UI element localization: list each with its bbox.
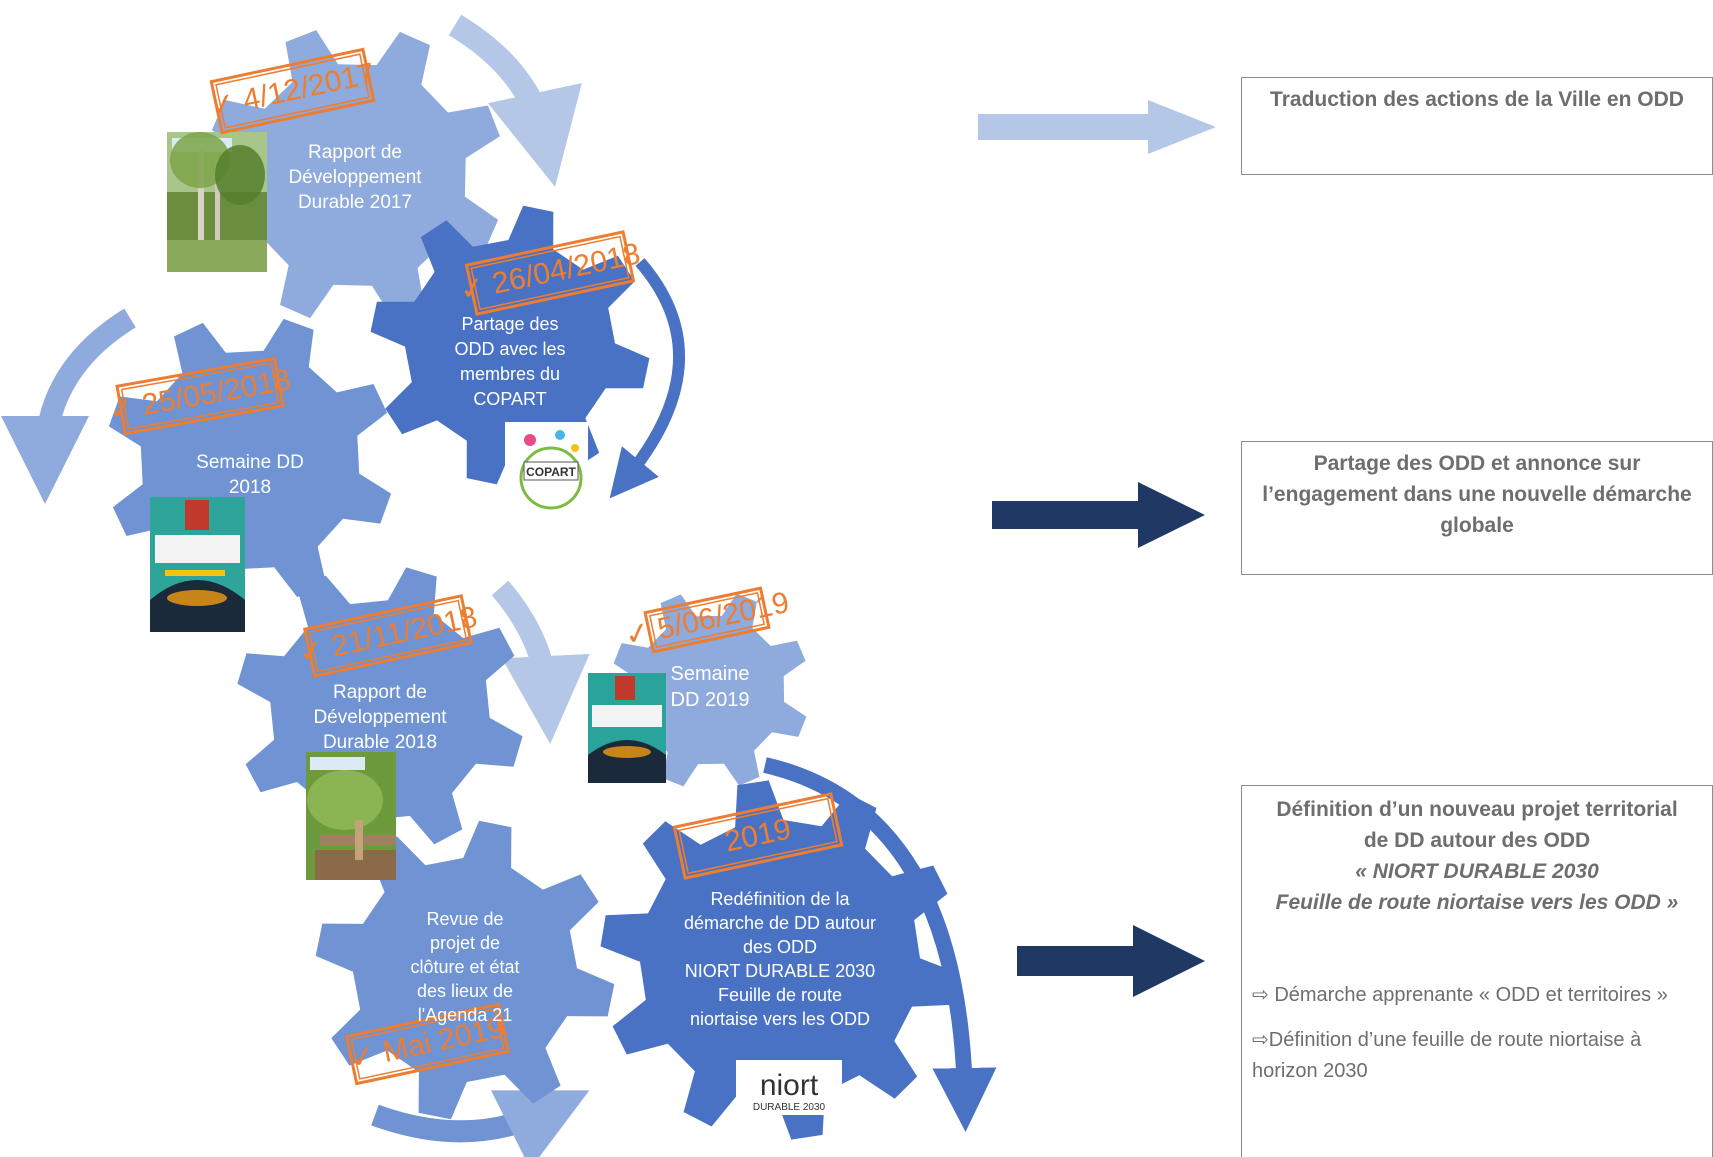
cycle-arrow-3 <box>1 308 136 504</box>
copart-logo: COPART <box>505 422 588 510</box>
semaine-2019-poster-image <box>588 673 666 783</box>
cycle-arrow-6 <box>371 1090 590 1157</box>
gear-redefinition-demarche <box>600 780 960 1140</box>
rapport-2018-cover-image <box>306 752 396 880</box>
semaine-2018-poster-image <box>150 497 245 632</box>
box1-title: Traduction des actions de la Ville en OD… <box>1270 88 1684 111</box>
box-traduction-actions: Traduction des actions de la Ville en OD… <box>1241 77 1713 175</box>
niort-durable-logo: niort DURABLE 2030 <box>736 1060 842 1115</box>
box3-bullet-feuille: ⇨Définition d’une feuille de route niort… <box>1252 1029 1642 1082</box>
cycle-arrow-1 <box>448 14 582 187</box>
box-definition-projet: Définition d’un nouveau projet territori… <box>1241 785 1713 1157</box>
box3-title-line1: Définition d’un nouveau projet territori… <box>1276 798 1678 821</box>
cycle-arrow-4 <box>491 580 590 744</box>
box-partage-odd: Partage des ODD et annonce sur l’engagem… <box>1241 441 1713 575</box>
niort-logo-subtext: DURABLE 2030 <box>753 1102 826 1113</box>
gear-revue-projet-agenda21 <box>315 820 615 1120</box>
rapport-2017-cover-image <box>167 132 267 272</box>
box2-title: Partage des ODD et annonce sur l’engagem… <box>1262 452 1692 537</box>
box3-title-line3: « NIORT DURABLE 2030 <box>1355 860 1599 883</box>
arrow-to-box1 <box>978 100 1216 154</box>
box3-title-line4: Feuille de route niortaise vers les ODD … <box>1275 891 1679 914</box>
niort-logo-text: niort <box>760 1069 819 1102</box>
gear-partage-odd-copart <box>370 205 650 485</box>
box3-title-line2: de DD autour des ODD <box>1363 829 1591 852</box>
box3-bullet-demarche: ⇨ Démarche apprenante « ODD et territoir… <box>1252 984 1668 1006</box>
arrow-to-box2 <box>992 482 1205 548</box>
cycle-arrow-2 <box>609 258 686 499</box>
copart-logo-text: COPART <box>526 465 576 479</box>
arrow-to-box3 <box>1017 925 1205 997</box>
